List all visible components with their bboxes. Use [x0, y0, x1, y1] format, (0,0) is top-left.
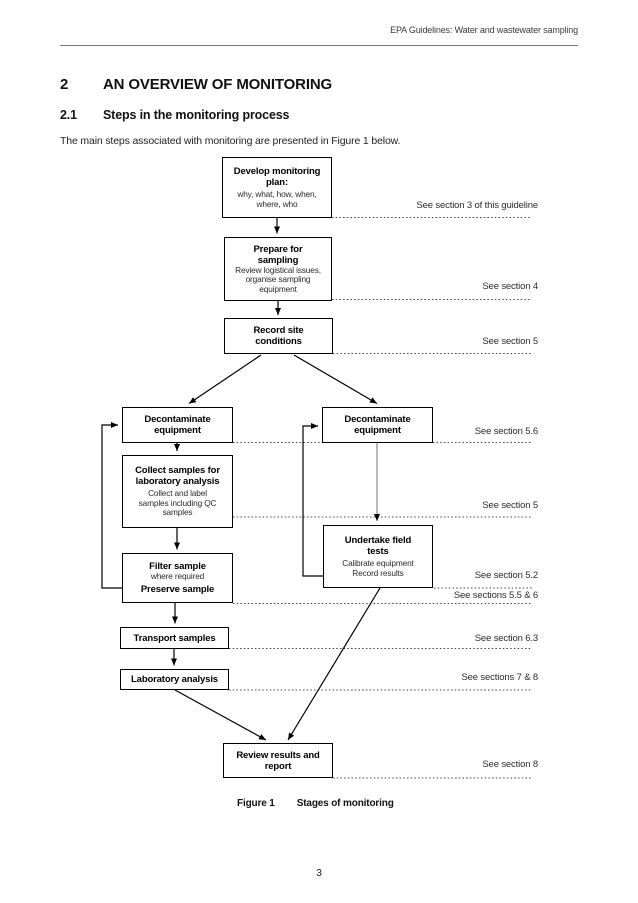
flowchart-box-decontaminate-left: Decontaminate equipment [122, 407, 233, 443]
box-subtitle: Review logistical issues, organise sampl… [235, 264, 321, 294]
side-label-section-5a: See section 5 [482, 336, 538, 347]
figure-caption-label: Figure 1 [237, 798, 275, 809]
box-title: Decontaminate equipment [144, 414, 211, 436]
side-label-sections-5-5-6: See sections 5.5 & 6 [453, 590, 538, 601]
section-title: AN OVERVIEW OF MONITORING [103, 76, 333, 93]
box-title: Decontaminate equipment [344, 414, 411, 436]
intro-paragraph: The main steps associated with monitorin… [60, 135, 401, 147]
flowchart-box-collect-samples: Collect samples for laboratory analysis … [122, 455, 233, 528]
box-title: Undertake field tests [344, 535, 412, 557]
box-title: Prepare for sampling [253, 243, 303, 266]
side-label-sections-7-8: See sections 7 & 8 [461, 672, 538, 683]
flowchart-box-filter-sample: Filter sample where required Preserve sa… [122, 553, 233, 603]
page-number: 3 [316, 867, 322, 879]
flowchart-box-develop-plan: Develop monitoring plan: why, what, how,… [222, 157, 332, 218]
box-title-secondary: Preserve sample [140, 584, 215, 596]
box-title: Develop monitoring plan: [233, 166, 321, 188]
side-label-section-6-3: See section 6.3 [474, 633, 538, 644]
page-header: EPA Guidelines: Water and wastewater sam… [390, 25, 578, 35]
flowchart-box-laboratory-analysis: Laboratory analysis [120, 669, 229, 690]
side-label-section-3: See section 3 of this guideline [416, 200, 538, 211]
subsection-number: 2.1 [60, 108, 77, 122]
box-title: Laboratory analysis [131, 674, 218, 685]
side-label-section-5b: See section 5 [482, 500, 538, 511]
section-number: 2 [60, 76, 69, 93]
figure-caption: Figure 1 Stages of monitoring [237, 798, 394, 809]
flowchart-box-record-site: Record site conditions [224, 318, 333, 354]
box-title: Filter sample [149, 560, 206, 572]
flowchart-box-prepare-sampling: Prepare for sampling Review logistical i… [224, 237, 332, 301]
subsection-heading: 2.1 Steps in the monitoring process [60, 108, 290, 122]
box-title: Collect samples for laboratory analysis [135, 465, 220, 488]
box-subtitle: Calibrate equipment Record results [342, 558, 414, 578]
side-label-section-8: See section 8 [482, 759, 538, 770]
section-heading: 2 AN OVERVIEW OF MONITORING [60, 76, 332, 93]
side-label-section-5-6: See section 5.6 [474, 426, 538, 437]
subsection-title: Steps in the monitoring process [103, 108, 290, 122]
box-subtitle: Collect and label samples including QC s… [138, 488, 217, 518]
side-label-section-5-2: See section 5.2 [474, 570, 538, 581]
side-label-section-4: See section 4 [482, 281, 538, 292]
box-subtitle: where required [150, 570, 205, 581]
flowchart-box-undertake-field-tests: Undertake field tests Calibrate equipmen… [323, 525, 433, 588]
box-title: Review results and report [236, 749, 320, 772]
flowchart-box-transport-samples: Transport samples [120, 627, 229, 649]
flowchart-box-decontaminate-right: Decontaminate equipment [322, 407, 433, 443]
dotted-guide-lines [229, 217, 532, 779]
header-rule [60, 45, 578, 47]
box-title: Transport samples [133, 632, 216, 644]
flowchart-box-review-results: Review results and report [223, 743, 333, 778]
box-subtitle: why, what, how, when, where, who [237, 189, 317, 209]
box-title: Record site conditions [253, 325, 304, 347]
figure-caption-title: Stages of monitoring [296, 798, 394, 809]
